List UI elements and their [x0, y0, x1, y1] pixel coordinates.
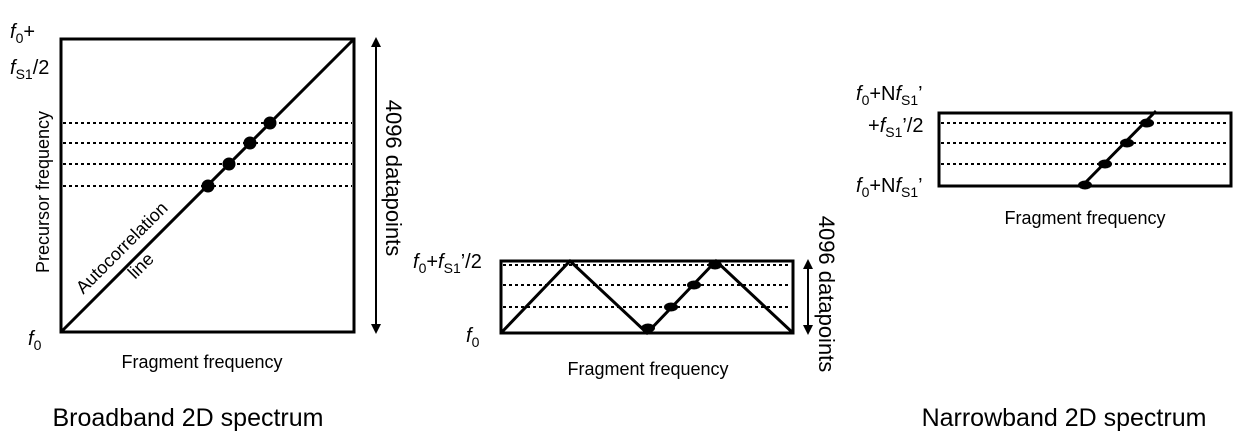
broadband-peak-dot: [263, 116, 277, 130]
broadband-panel: f0+ fS1/2 f0 Precursor frequency Fragmen…: [10, 21, 406, 432]
folded-bottom-label: f0: [466, 325, 480, 350]
narrowband-top-label: f0+NfS1’: [856, 83, 923, 108]
narrowband-peak-dot: [1078, 180, 1092, 190]
folded-x-axis-label: Fragment frequency: [567, 359, 728, 379]
narrowband-top-label-line2: +fS1’/2: [868, 115, 924, 140]
broadband-x-axis-label: Fragment frequency: [121, 352, 282, 372]
folded-plot-frame: [499, 259, 795, 335]
broadband-peak-dot: [222, 157, 236, 171]
folded-datapoints-label: 4096 datapoints: [814, 216, 839, 373]
folded-panel: f0+fS1’/2 f0 Fragment frequency 4096 dat…: [413, 216, 839, 379]
narrowband-peak-dot: [1098, 159, 1112, 169]
folded-peak-dot: [687, 280, 701, 290]
broadband-datapoints-label: 4096 datapoints: [381, 100, 406, 257]
narrowband-peak-dot: [1140, 118, 1154, 128]
broadband-top-label: f0+: [10, 21, 35, 46]
broadband-y-axis-label: Precursor frequency: [33, 111, 53, 273]
broadband-peak-dot: [201, 179, 215, 193]
broadband-peak-dot: [243, 136, 257, 150]
broadband-bottom-label: f0: [28, 328, 42, 353]
broadband-caption: Broadband 2D spectrum: [53, 404, 324, 432]
narrowband-x-axis-label: Fragment frequency: [1004, 208, 1165, 228]
broadband-plot-frame: [59, 37, 356, 334]
narrowband-caption: Narrowband 2D spectrum: [922, 404, 1207, 432]
narrowband-peak-dot: [1120, 138, 1134, 148]
folded-peak-dot: [641, 323, 655, 333]
folded-top-label: f0+fS1’/2: [413, 251, 482, 276]
narrowband-panel: f0+NfS1’ +fS1’/2 f0+NfS1’ Fragment frequ…: [856, 83, 1233, 432]
narrowband-bottom-label: f0+NfS1’: [856, 175, 923, 200]
autocorrelation-label: Autocorrelation: [72, 198, 172, 298]
folded-peak-dot: [708, 260, 722, 270]
folded-autocorrelation-line: [499, 258, 795, 336]
folded-peak-dot: [664, 302, 678, 312]
broadband-top-label-line2: fS1/2: [10, 57, 49, 82]
